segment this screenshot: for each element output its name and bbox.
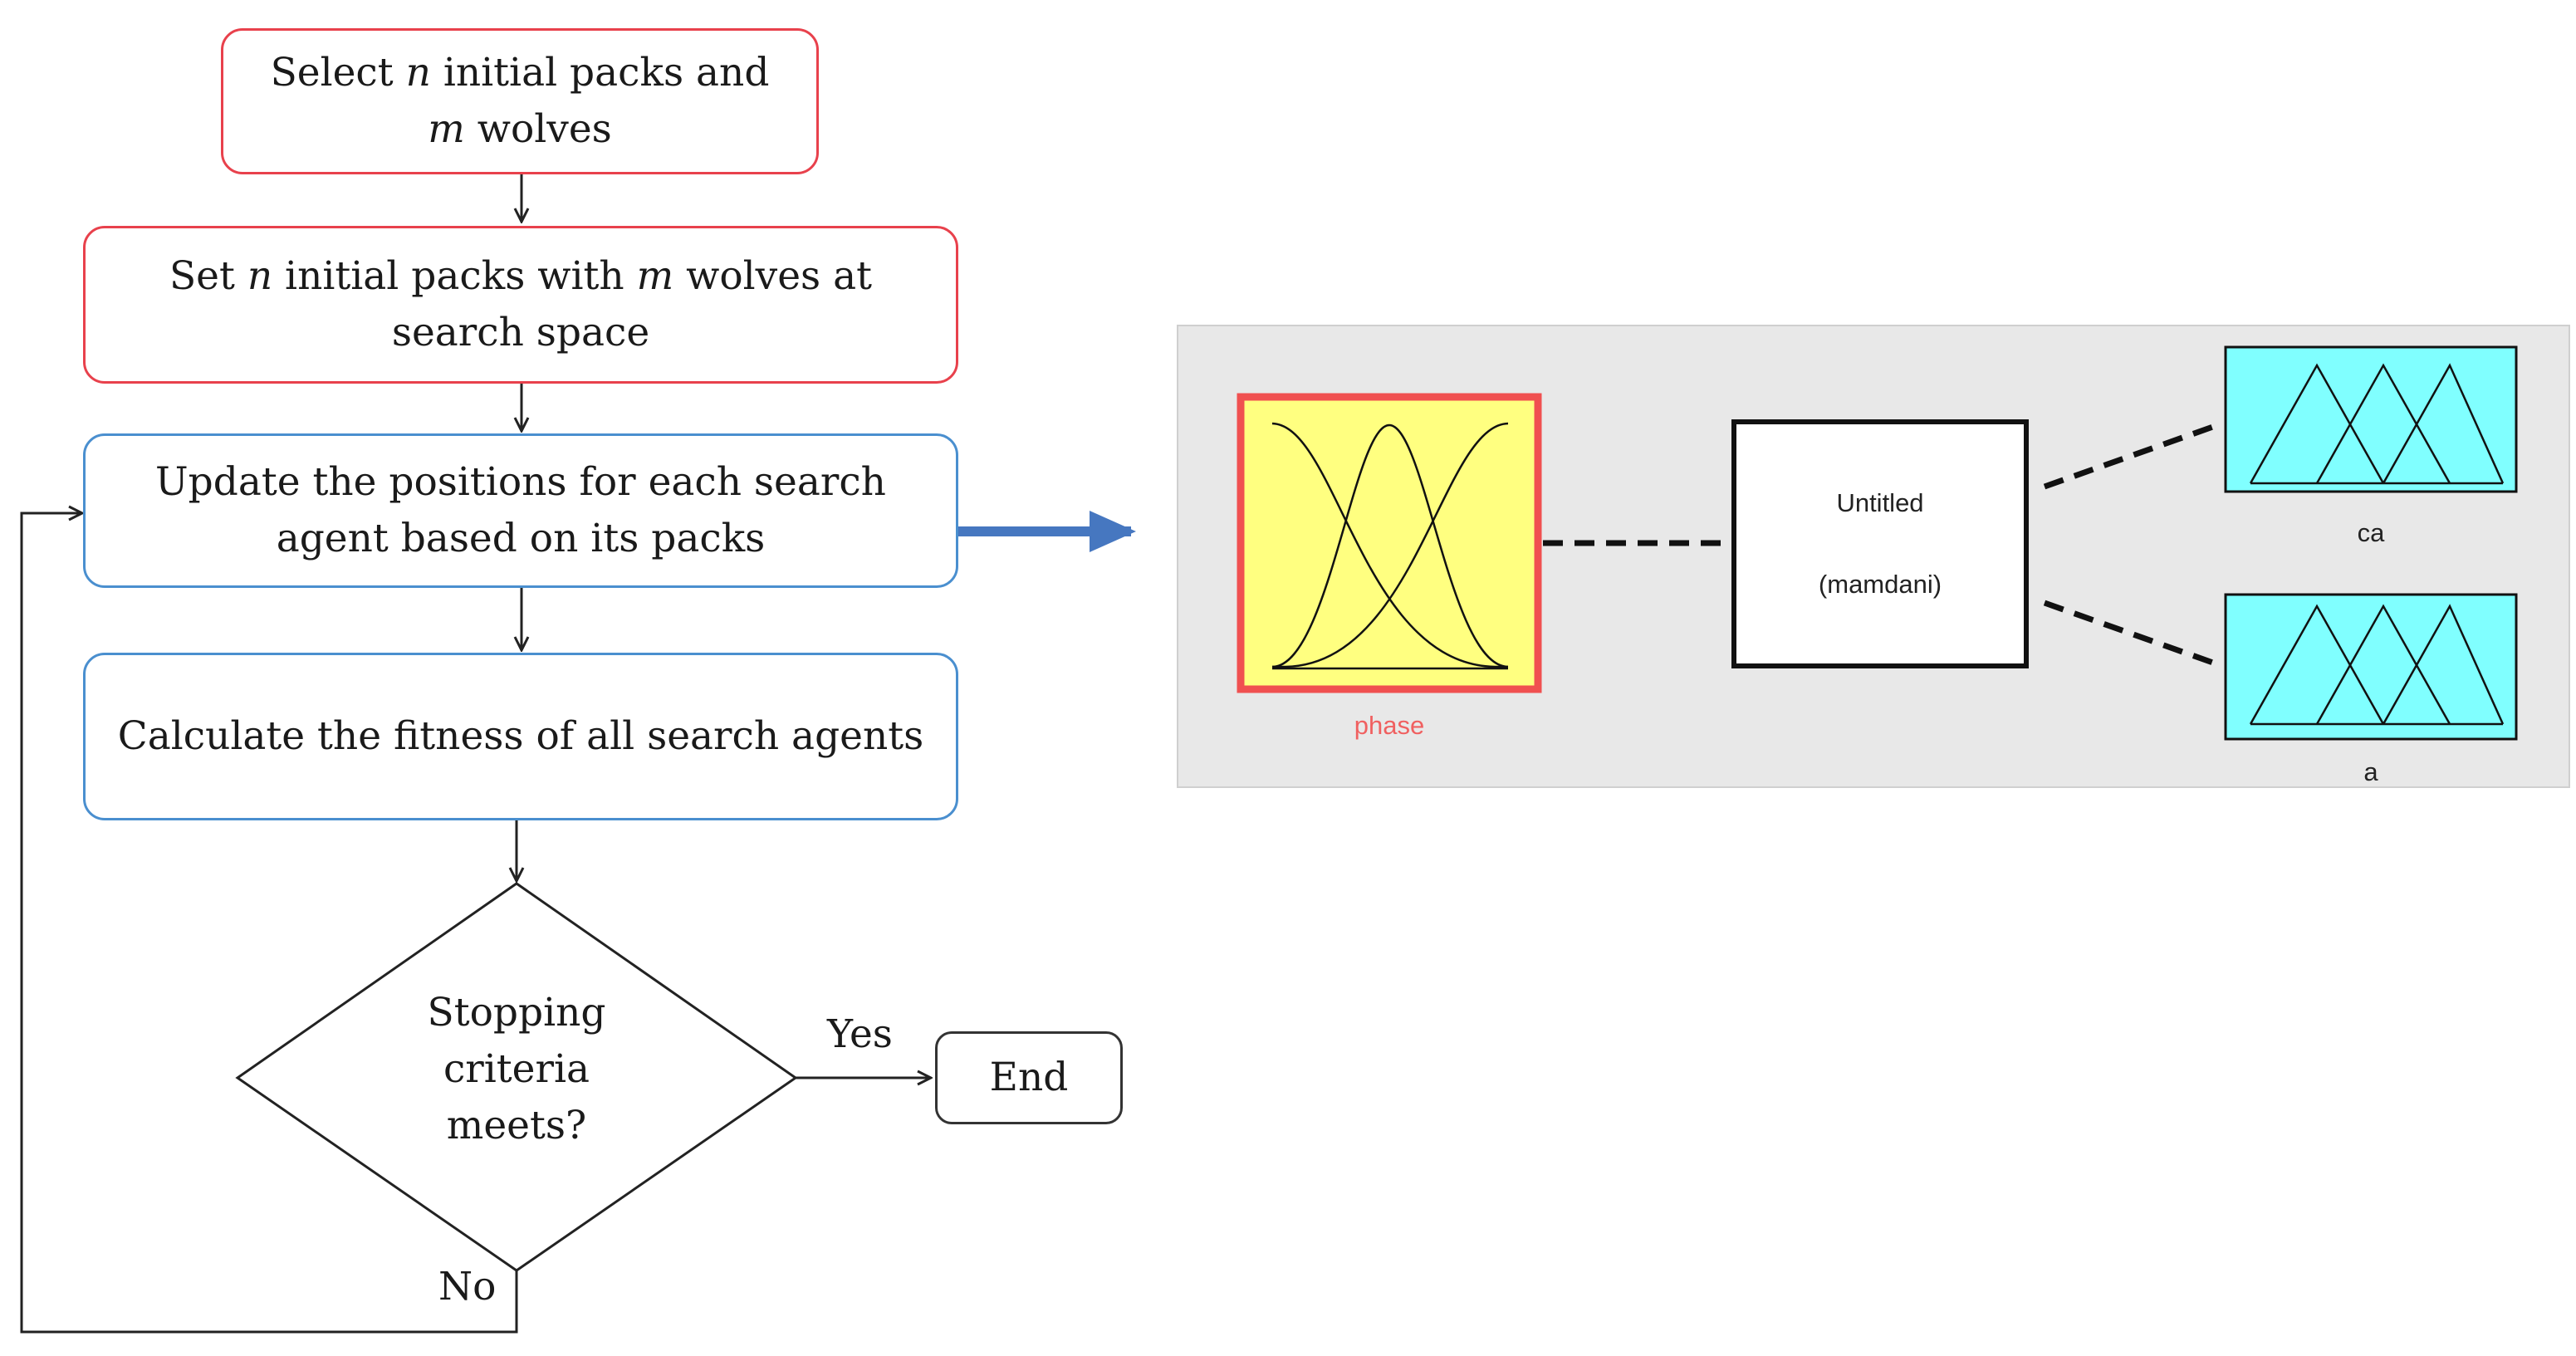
system-type: (mamdani) [1818,570,1942,599]
system-name: Untitled [1836,488,1924,517]
step2-line1: Set n initial packs with m wolves at [169,252,873,299]
fis-system-box[interactable] [1731,419,2029,668]
step1-line2: m wolves [428,106,612,152]
gaussian-mf-curves [1271,422,1509,670]
end-terminal[interactable]: End [935,1031,1123,1124]
input-mf-box[interactable] [1237,393,1542,693]
decision-text: Stopping criteria meets? [350,985,683,1154]
decision-line2: criteria [443,1046,590,1093]
step-calculate-fitness[interactable]: Calculate the fitness of all search agen… [83,653,958,820]
output-a-box[interactable] [2224,593,2518,741]
step3-line2: agent based on its packs [276,516,766,561]
output-ca-box[interactable] [2224,345,2518,493]
triangular-mf-a [2249,604,2505,726]
input-label-phase: phase [1354,711,1425,740]
step1-line1: Select n initial packs and [270,49,770,95]
decision-line1: Stopping [427,990,606,1035]
step-update-positions[interactable]: Update the positions for each search age… [83,433,958,588]
step4-line1: Calculate the fitness of all search agen… [117,712,924,759]
step-select-packs[interactable]: Select n initial packs and m wolves [221,28,819,174]
arrow-no-loop [20,513,518,1334]
output-label-ca: ca [2357,518,2385,547]
end-label: End [989,1054,1069,1100]
decision-line3: meets? [446,1103,587,1149]
step3-line1: Update the positions for each search [155,458,886,505]
step2-line2: search space [391,310,650,355]
yes-label: Yes [827,1011,893,1057]
step-set-packs[interactable]: Set n initial packs with m wolves at sea… [83,226,958,384]
no-label: No [438,1264,497,1309]
triangular-mf-ca [2249,363,2505,485]
output-label-a: a [2363,757,2378,786]
